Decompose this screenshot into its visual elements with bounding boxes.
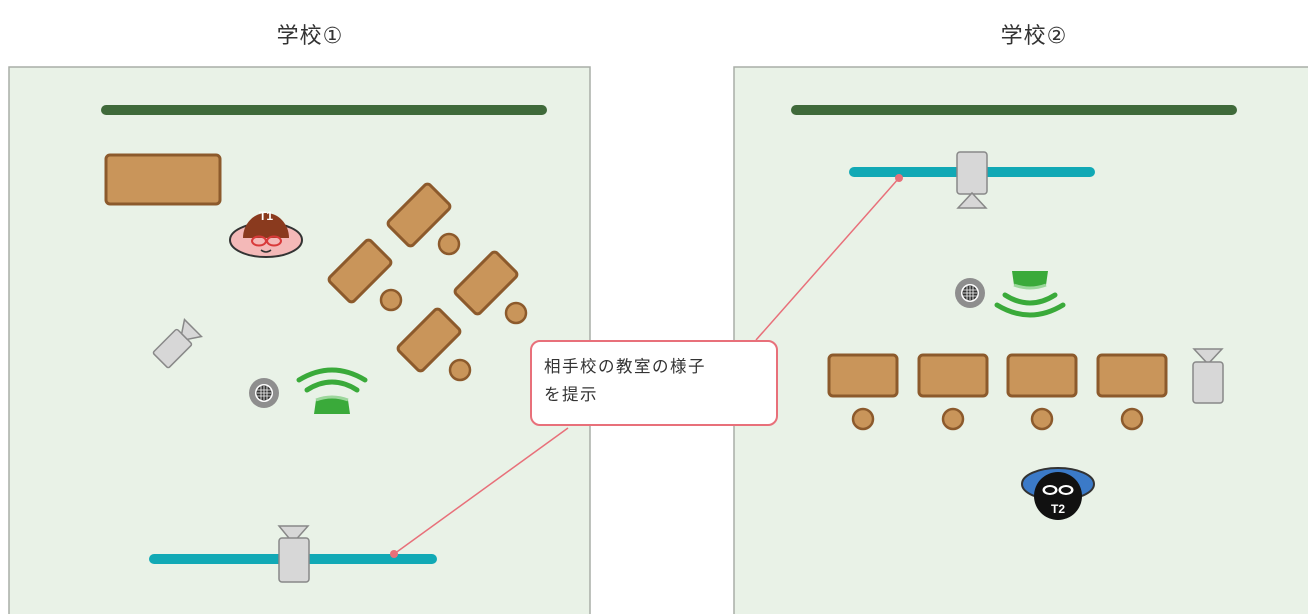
callout-leader-lines <box>390 174 903 558</box>
student-desk <box>917 353 989 398</box>
camera-icon <box>152 318 203 369</box>
blackboard-2 <box>791 105 1237 115</box>
microphone-icon <box>248 377 280 409</box>
speaker-wifi-icon <box>296 367 368 414</box>
classroom-1: T1 <box>8 66 591 614</box>
blackboard-1 <box>101 105 547 115</box>
callout-line-2: を提示 <box>544 385 598 404</box>
school-2-title: 学校② <box>1000 24 1068 49</box>
student-desk <box>453 250 519 316</box>
callout-box: 相手校の教室の様子 を提示 <box>530 340 778 426</box>
microphone-icon <box>954 277 986 309</box>
student-stool <box>851 407 875 431</box>
student-stool <box>448 358 472 382</box>
teacher-desk-1 <box>104 153 222 206</box>
teacher-icon <box>229 213 303 258</box>
student-stool <box>1120 407 1144 431</box>
school-1-title: 学校① <box>276 24 344 49</box>
student-stool <box>437 232 461 256</box>
student-desk <box>386 182 452 248</box>
projector-icon <box>277 525 310 583</box>
student-desk <box>327 238 393 304</box>
student-desk <box>1096 353 1168 398</box>
teacher-badge: T1 <box>259 209 273 223</box>
student-desk <box>396 307 462 373</box>
camera-icon <box>1192 348 1224 404</box>
teacher-icon <box>1021 467 1095 520</box>
classroom-2: T2 <box>733 66 1308 614</box>
student-stool <box>1030 407 1054 431</box>
room-2-floor <box>733 66 1308 614</box>
student-stool <box>379 288 403 312</box>
speaker-wifi-icon <box>994 271 1066 318</box>
student-stool <box>941 407 965 431</box>
teacher-badge: T2 <box>1051 502 1065 516</box>
student-stool <box>504 301 528 325</box>
student-desk <box>827 353 899 398</box>
student-desk <box>1006 353 1078 398</box>
callout-line-1: 相手校の教室の様子 <box>544 357 706 376</box>
projector-icon <box>956 151 988 209</box>
